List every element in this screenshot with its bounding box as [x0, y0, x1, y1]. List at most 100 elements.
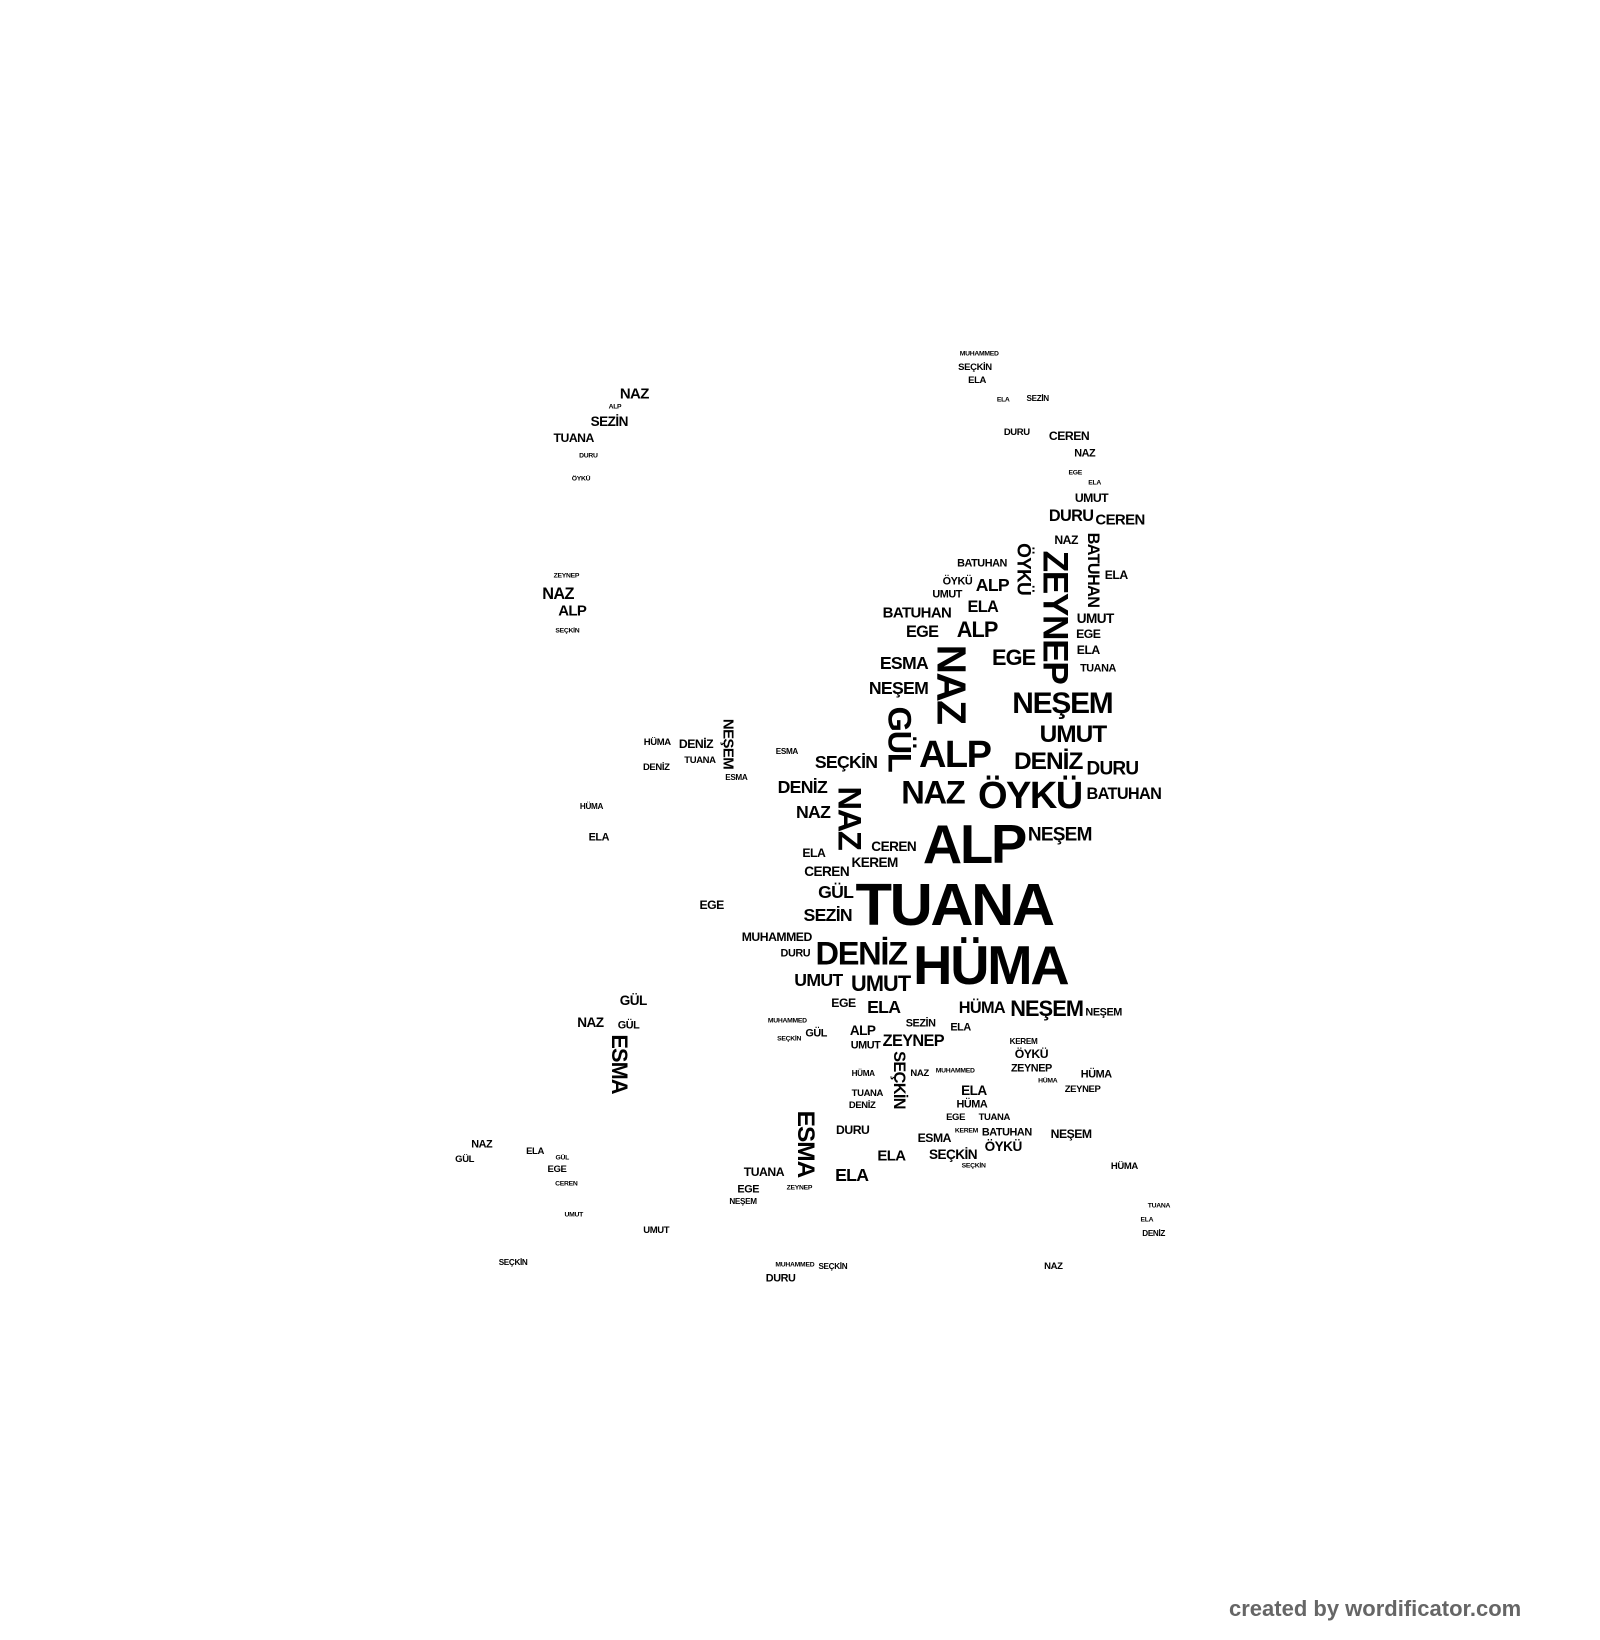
cloud-word: SEÇKİN — [961, 1162, 986, 1170]
cloud-word: NEŞEM — [719, 718, 737, 770]
cloud-word: ALP — [849, 1022, 876, 1038]
cloud-word: SEÇKİN — [498, 1258, 528, 1268]
cloud-word: EGE — [831, 996, 856, 1011]
cloud-word: KEREM — [954, 1127, 979, 1135]
cloud-word: NEŞEM — [1085, 1006, 1122, 1019]
cloud-word: ZEYNEP — [882, 1031, 945, 1050]
cloud-word: NAZ — [1054, 533, 1078, 548]
cloud-word: ÖYKÜ — [1012, 543, 1034, 596]
cloud-word: BATUHAN — [981, 1126, 1032, 1139]
cloud-word: SEZİN — [803, 904, 853, 925]
cloud-word: ALP — [608, 403, 622, 411]
cloud-word: CEREN — [1095, 512, 1145, 530]
cloud-word: DENİZ — [777, 777, 828, 798]
cloud-word: NAZ — [830, 786, 868, 850]
cloud-word: DURU — [1048, 507, 1094, 526]
cloud-word: ÖYKÜ — [571, 475, 591, 483]
cloud-word: ÖYKÜ — [942, 575, 973, 588]
cloud-word: NEŞEM — [729, 1197, 757, 1207]
cloud-word: GÜL — [805, 1027, 827, 1040]
cloud-word: MUHAMMED — [741, 930, 813, 945]
cloud-word: UMUT — [1039, 720, 1108, 748]
cloud-word: GÜL — [619, 993, 648, 1009]
cloud-word: GÜL — [455, 1154, 475, 1166]
cloud-word: TUANA — [851, 1088, 884, 1100]
cloud-word: ÖYKÜ — [1014, 1047, 1049, 1062]
cloud-word: NAZ — [471, 1138, 493, 1151]
cloud-word: ESMA — [791, 1110, 819, 1178]
cloud-word: NEŞEM — [1012, 686, 1113, 720]
cloud-word: UMUT — [1076, 611, 1115, 627]
cloud-word: MUHAMMED — [775, 1261, 815, 1269]
cloud-word: CEREN — [555, 1180, 578, 1188]
cloud-word: HÜMA — [851, 1069, 875, 1079]
cloud-word: HÜMA — [958, 998, 1006, 1017]
cloud-word: NAZ — [1044, 1260, 1063, 1272]
cloud-word: NAZ — [577, 1015, 604, 1031]
cloud-word: ALP — [919, 734, 992, 777]
cloud-word: CEREN — [1048, 428, 1090, 443]
cloud-word: UMUT — [794, 969, 843, 990]
cloud-word: NAZ — [928, 645, 975, 724]
cloud-word: HÜMA — [1038, 1077, 1058, 1085]
cloud-word: ELA — [867, 997, 901, 1018]
cloud-word: ALP — [956, 617, 999, 643]
cloud-word: NEŞEM — [1050, 1126, 1093, 1141]
cloud-word: ESMA — [606, 1034, 632, 1094]
cloud-word: CEREN — [804, 864, 850, 880]
cloud-word: SEZİN — [905, 1017, 936, 1030]
cloud-word: KEREM — [1009, 1036, 1038, 1046]
cloud-word: BATUHAN — [1084, 532, 1103, 607]
cloud-word: SEÇKİN — [958, 362, 992, 374]
cloud-word: ELA — [835, 1164, 869, 1185]
cloud-word: TUANA — [553, 430, 595, 445]
cloud-word: ELA — [996, 396, 1010, 404]
cloud-word: EGE — [737, 1183, 760, 1196]
cloud-word: ESMA — [725, 772, 748, 782]
cloud-word: ZEYNEP — [1036, 550, 1076, 683]
cloud-word: BATUHAN — [882, 604, 952, 622]
cloud-word: UMUT — [851, 971, 911, 997]
cloud-word: DURU — [1003, 426, 1030, 438]
cloud-word: NAZ — [796, 802, 831, 823]
cloud-word: ESMA — [775, 747, 799, 757]
cloud-word: ELA — [1076, 642, 1100, 657]
cloud-word: KEREM — [851, 855, 898, 871]
cloud-word: ALP — [922, 814, 1027, 876]
cloud-word: DENİZ — [848, 1100, 876, 1112]
cloud-word: EGE — [1068, 470, 1083, 478]
cloud-word: NEŞEM — [1010, 996, 1084, 1022]
cloud-word: ELA — [526, 1145, 544, 1157]
cloud-word: HÜMA — [1080, 1068, 1112, 1081]
cloud-word: ALP — [558, 603, 587, 620]
cloud-word: CEREN — [871, 838, 917, 854]
cloud-word: DENİZ — [678, 736, 714, 751]
cloud-word: UMUT — [932, 588, 962, 601]
cloud-word: ELA — [1088, 479, 1101, 487]
cloud-word: DURU — [579, 452, 598, 460]
cloud-word: DURU — [765, 1272, 796, 1285]
cloud-word: NEŞEM — [868, 678, 929, 699]
cloud-word: HÜMA — [579, 801, 604, 811]
cloud-word: GÜL — [818, 882, 854, 903]
cloud-word: ZEYNEP — [786, 1184, 813, 1192]
cloud-word: DURU — [1086, 758, 1140, 780]
cloud-word: DENİZ — [642, 762, 670, 774]
cloud-word: HÜMA — [1110, 1161, 1138, 1173]
cloud-word: SEZİN — [590, 414, 629, 430]
cloud-word: ZEYNEP — [553, 572, 580, 580]
cloud-word: EGE — [547, 1164, 567, 1176]
cloud-word: UMUT — [564, 1211, 583, 1219]
cloud-word: UMUT — [1074, 490, 1109, 505]
cloud-word: EGE — [992, 645, 1036, 671]
cloud-word: UMUT — [850, 1039, 881, 1052]
cloud-word: GÜL — [880, 706, 918, 771]
cloud-word: ELA — [877, 1147, 906, 1165]
cloud-word: ELA — [802, 846, 826, 861]
cloud-word: EGE — [1076, 627, 1101, 642]
cloud-word: BATUHAN — [1086, 785, 1162, 804]
cloud-word: SEÇKİN — [555, 627, 580, 635]
cloud-word: TUANA — [684, 755, 716, 767]
cloud-word: ELA — [950, 1021, 971, 1034]
